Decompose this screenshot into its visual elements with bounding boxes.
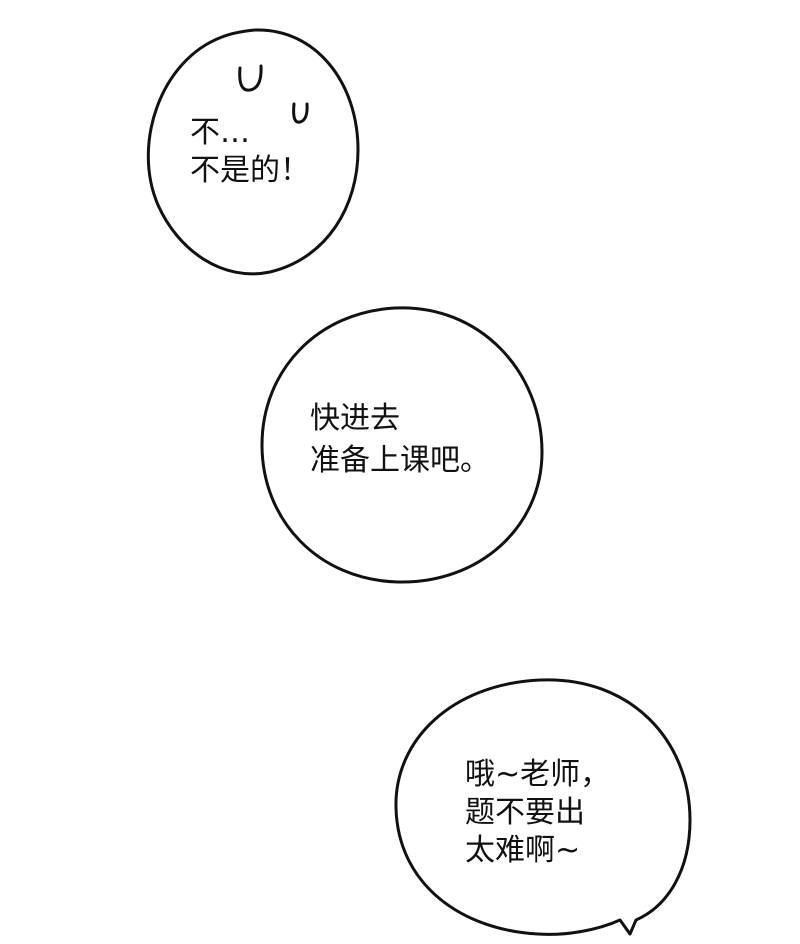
bubble-1-line-2: 不是的！ <box>190 153 310 188</box>
speech-bubble-3: 哦~老师， 题不要出 太难啊~ <box>394 678 692 936</box>
speech-bubble-1: 不… 不是的！ <box>146 28 360 276</box>
bubble-2-line-2: 准备上课吧。 <box>310 443 490 478</box>
bubble-2-line-1: 快进去 <box>310 401 400 436</box>
bubble-3-line-2: 题不要出 <box>465 795 585 830</box>
speech-bubble-3-outline <box>394 678 692 936</box>
shock-mark-2 <box>292 102 309 124</box>
speech-bubble-1-outline <box>146 28 360 276</box>
bubble-3-line-1: 哦~老师， <box>465 757 610 792</box>
bubble-1-line-1: 不… <box>190 115 250 150</box>
speech-bubble-2-outline <box>260 306 544 584</box>
speech-bubble-2: 快进去 准备上课吧。 <box>260 306 544 584</box>
shock-mark-1 <box>238 64 263 92</box>
bubble-3-line-3: 太难啊~ <box>465 833 580 868</box>
